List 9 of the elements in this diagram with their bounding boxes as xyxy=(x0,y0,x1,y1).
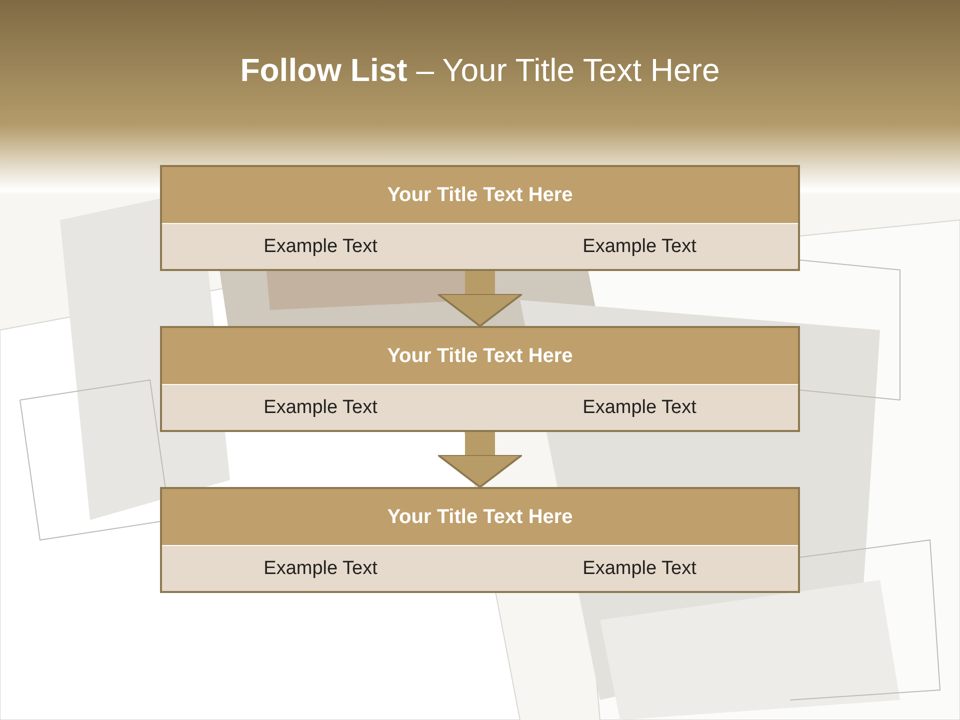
down-arrow xyxy=(437,432,523,488)
down-arrow xyxy=(437,271,523,327)
list-block xyxy=(160,165,800,271)
block-title: Your Title Text Here xyxy=(162,328,798,385)
slide-title: Follow List – Your Title Text Here xyxy=(239,52,721,89)
block-title: Your Title Text Here xyxy=(162,167,798,224)
block-title: Your Title Text Here xyxy=(162,489,798,546)
list-block xyxy=(160,487,800,593)
list-block xyxy=(160,326,800,432)
